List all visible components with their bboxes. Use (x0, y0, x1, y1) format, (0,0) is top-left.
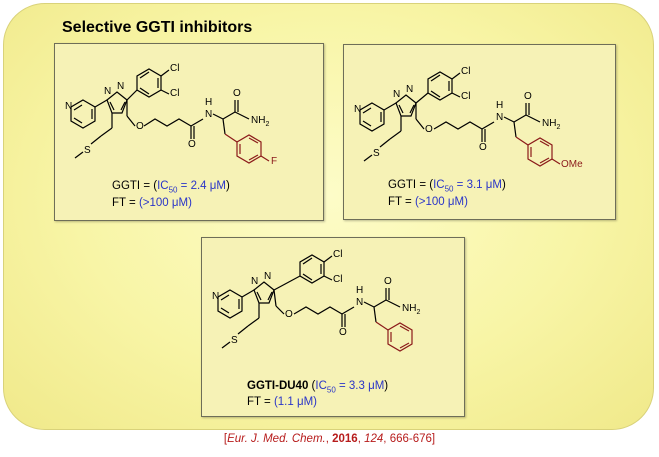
pyridine-ring (217, 289, 243, 319)
atom-label-N: N (393, 89, 401, 100)
structure-svg-1 (70, 68, 270, 164)
phenyl-ring (387, 322, 413, 352)
compound-panel-2: N N N Cl Cl O O N H O NH2 S OMe GGTI = (… (343, 44, 616, 220)
atom-label-N: N (356, 297, 364, 308)
atom-label-N: N (212, 291, 220, 302)
activity-line-ft: FT = (1.1 μM) (247, 396, 317, 408)
atom-label-O: O (188, 139, 196, 150)
atom-label-O: O (425, 124, 433, 135)
atom-label-O: O (339, 327, 347, 338)
pyrazole-ring (106, 91, 128, 114)
atom-label-F: F (271, 156, 278, 167)
atom-label-N: N (65, 101, 73, 112)
atom-label-O: O (233, 88, 241, 99)
reference-citation: [Eur. J. Med. Chem., 2016, 124, 666-676] (223, 433, 436, 445)
atom-label-N: N (117, 81, 125, 92)
atom-label-S: S (84, 145, 91, 156)
atom-label-N: N (496, 112, 504, 123)
atom-label-S: S (231, 335, 238, 346)
dichlorophenyl-ring (136, 68, 162, 98)
atom-label-N: N (264, 271, 272, 282)
activity-line-ggti-du40: GGTI-DU40 (IC50 = 3.3 μM) (247, 380, 389, 395)
activity-line-ggti: GGTI = (IC50 = 3.1 μM) (388, 179, 506, 194)
atom-label-O: O (136, 121, 144, 132)
pyrazole-ring (395, 94, 417, 117)
atom-label-N: N (104, 86, 112, 97)
atom-label-NH2: NH2 (402, 303, 421, 317)
atom-label-N: N (251, 276, 259, 287)
atom-label-NH2: NH2 (542, 118, 561, 132)
atom-label-N: N (354, 104, 362, 115)
atom-label-Cl: Cl (333, 249, 343, 260)
slide-title: Selective GGTI inhibitors (62, 19, 253, 36)
activity-line-ft: FT = (>100 μM) (112, 197, 192, 209)
atom-label-H: H (496, 100, 504, 111)
dichlorophenyl-ring (299, 254, 325, 284)
dichlorophenyl-ring (427, 71, 453, 101)
atom-label-O: O (479, 142, 487, 153)
atom-label-H: H (356, 285, 364, 296)
atom-label-OMe: OMe (561, 159, 583, 170)
pyridine-ring (359, 102, 385, 132)
compound-panel-3: N N N Cl Cl O O N H O NH2 S GGTI-DU40 (I… (201, 237, 465, 417)
atom-label-Cl: Cl (170, 63, 180, 74)
atom-label-NH2: NH2 (251, 115, 270, 129)
atom-label-O: O (384, 276, 392, 287)
compound-panel-1: N N N Cl Cl O O N H O NH2 S F GGTI = (IC… (54, 43, 324, 221)
structure-svg-2 (359, 71, 561, 167)
atom-label-Cl: Cl (461, 66, 471, 77)
activity-line-ggti: GGTI = (IC50 = 2.4 μM) (112, 180, 230, 195)
fluorophenyl-ring (236, 134, 262, 164)
atom-label-Cl: Cl (333, 274, 343, 285)
activity-line-ft: FT = (>100 μM) (388, 196, 468, 208)
structure-svg-3 (217, 254, 413, 352)
atom-label-Cl: Cl (461, 91, 471, 102)
atom-label-O: O (285, 309, 293, 320)
atom-label-N: N (406, 84, 414, 95)
pyrazole-ring (253, 281, 275, 304)
atom-label-N: N (205, 109, 213, 120)
atom-label-O: O (524, 91, 532, 102)
atom-label-Cl: Cl (170, 88, 180, 99)
atom-label-H: H (205, 97, 213, 108)
atom-label-S: S (373, 148, 380, 159)
